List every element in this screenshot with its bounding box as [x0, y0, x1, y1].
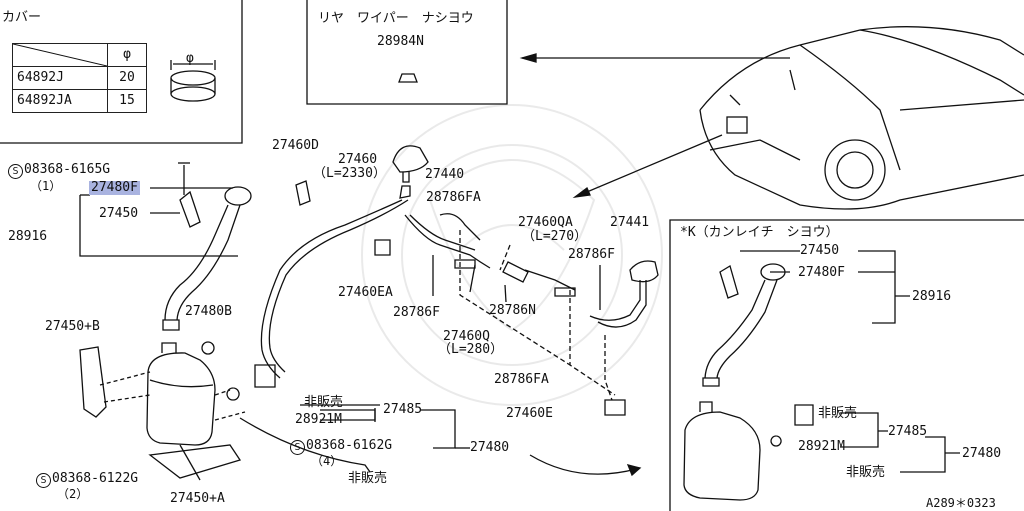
car-outline-icon	[699, 26, 1024, 210]
cold-part-27485: 27485	[888, 424, 928, 439]
part-28916: 28916	[8, 229, 48, 244]
cover-table-value: 15	[107, 89, 147, 113]
rear-wiper-title: リヤ ワイパー ナシヨウ	[318, 11, 474, 26]
cold-box-frame	[669, 219, 1024, 511]
part-27480: 27480	[470, 440, 510, 455]
bolt1-qty: （1）	[30, 179, 62, 193]
tank-bracket-a	[148, 444, 242, 479]
not-sold-label-2: 非販売	[348, 471, 388, 486]
cover-table-value: 20	[107, 66, 147, 90]
cover-title: カバー	[2, 10, 42, 25]
reference-code: A289＊0323	[926, 496, 996, 510]
cold-filler-neck	[702, 263, 786, 387]
cold-part-28921M: 28921M	[798, 439, 845, 454]
part-28786F: 28786F	[393, 305, 440, 320]
bolt2-qty: （4）	[311, 454, 343, 468]
part-27450B: 27450+B	[45, 319, 100, 334]
washer-tank	[146, 342, 216, 446]
cold-not-sold-1: 非販売	[818, 406, 858, 421]
hose-27460	[260, 199, 403, 379]
not-sold-label-1: 非販売	[304, 395, 344, 410]
part-27460E: 27460E	[506, 406, 553, 421]
cold-washer-tank	[683, 401, 761, 501]
part-28786N: 28786N	[489, 303, 536, 318]
cold-part-27450: 27450	[800, 243, 840, 258]
cold-part-28916: 28916	[912, 289, 952, 304]
cover-box-frame	[0, 0, 243, 144]
cover-table-phi-header: φ	[107, 43, 147, 67]
part-28984N: 28984N	[377, 34, 424, 49]
filler-neck	[162, 186, 252, 331]
part-28786F-right: 28786F	[568, 247, 615, 262]
pump-icon	[254, 364, 276, 388]
part-27460: 27460	[338, 152, 378, 167]
hose-28786F	[404, 214, 491, 269]
cover-table-part: 64892J	[12, 66, 108, 90]
watermark-emblem	[361, 104, 663, 406]
cover-table-part: 64892JA	[12, 89, 108, 113]
cold-part-27480F: 27480F	[798, 265, 845, 280]
bolt3-qty: （2）	[57, 487, 89, 501]
rear-wiper-box-frame	[306, 0, 508, 105]
cold-box-title: *K（カンレイチ シヨウ）	[680, 225, 839, 240]
cold-pump-icon	[794, 404, 814, 426]
part-27460Q: 27460Q	[443, 329, 490, 344]
s-mark-icon: S	[36, 473, 51, 488]
part-27480B: 27480B	[185, 304, 232, 319]
part-27480F-highlighted[interactable]: 27480F	[89, 180, 140, 195]
part-27450A: 27450+A	[170, 491, 225, 506]
part-27460Q-length: （L=280）	[438, 342, 504, 357]
part-27460QA: 27460QA	[518, 215, 573, 230]
nut-icon	[201, 341, 215, 355]
part-27440: 27440	[425, 167, 465, 182]
cover-table-corner	[12, 43, 108, 67]
part-27485: 27485	[383, 402, 423, 417]
tank-bracket-b	[79, 346, 107, 418]
cover-cylinder-icon	[170, 60, 216, 102]
cold-not-sold-2: 非販売	[846, 465, 886, 480]
part-27460D: 27460D	[272, 138, 319, 153]
part-28921M: 28921M	[295, 412, 342, 427]
part-27460EA: 27460EA	[338, 285, 393, 300]
part-27460-length: （L=2330）	[313, 166, 386, 181]
cover-phi-symbol: φ	[186, 51, 194, 66]
s-mark-icon: S	[290, 440, 305, 455]
nozzle-icon	[629, 260, 659, 283]
cold-part-27480: 27480	[962, 446, 1002, 461]
nozzle-top-icon	[392, 145, 429, 173]
cover-table: φ 64892J 20 64892JA 15	[12, 43, 147, 113]
part-27450: 27450	[99, 206, 139, 221]
part-28786FA: 28786FA	[426, 190, 481, 205]
part-27460QA-length: （L=270）	[522, 229, 588, 244]
part-27441: 27441	[610, 215, 650, 230]
connector-icon	[502, 261, 529, 283]
clip-27460D	[295, 180, 311, 206]
clip-27460E	[604, 399, 626, 416]
s-mark-icon: S	[8, 164, 23, 179]
part-28786FA-lower: 28786FA	[494, 372, 549, 387]
clip-27460EA	[374, 239, 391, 256]
grommet-icon	[398, 73, 418, 83]
